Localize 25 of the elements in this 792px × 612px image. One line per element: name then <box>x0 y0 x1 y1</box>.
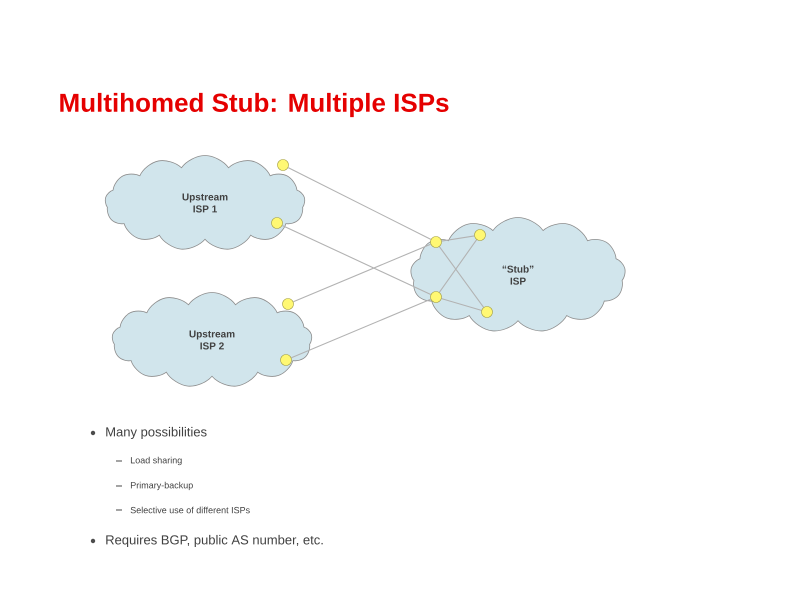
router-dot <box>481 306 493 318</box>
router-dot <box>430 291 442 303</box>
link-line <box>291 298 431 358</box>
link-line <box>441 298 482 311</box>
bullet-text: Requires BGP, public AS number, etc. <box>106 534 323 548</box>
link-line <box>282 224 431 296</box>
router-dot <box>430 236 442 248</box>
cloud-node: “Stub” ISP <box>410 217 626 332</box>
link-line <box>293 244 431 302</box>
slide-title: Multihomed Stub: Multiple ISPs <box>60 92 448 118</box>
bullet-text: Selective use of different ISPs <box>130 506 250 514</box>
link-line <box>288 167 432 240</box>
cloud-node: Upstream ISP 2 <box>112 292 312 387</box>
router-dot <box>271 217 283 229</box>
router-dot <box>277 159 289 171</box>
bullet-text: Primary-backup <box>130 482 193 490</box>
cloud-node: Upstream ISP 1 <box>104 155 306 250</box>
link-line <box>438 246 484 308</box>
bullet-text: Many possibilities <box>106 426 207 440</box>
router-dot <box>282 298 294 310</box>
router-dot <box>280 354 292 366</box>
link-line <box>442 235 474 242</box>
link-line <box>438 239 478 293</box>
bullet-text: Load sharing <box>130 456 182 466</box>
router-dot <box>474 229 486 241</box>
